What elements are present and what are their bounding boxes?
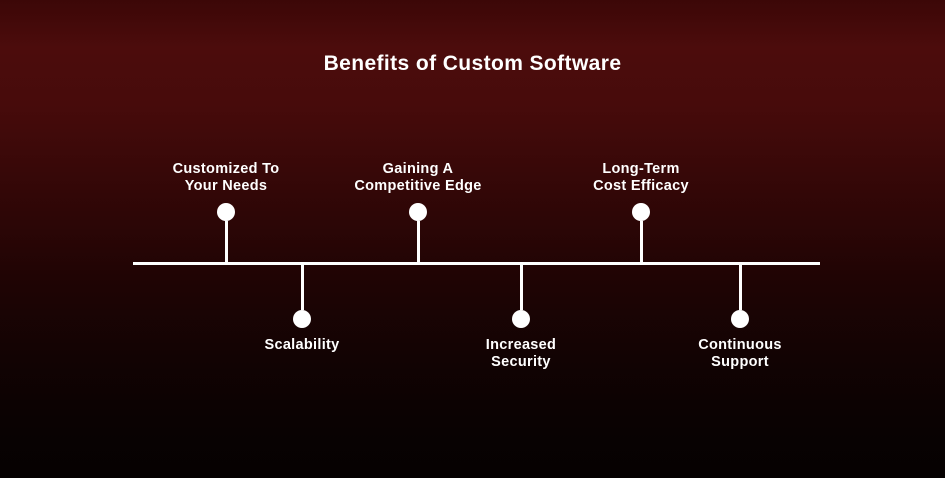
timeline-item-label: Increased Security xyxy=(485,337,557,370)
timeline-item-gaining-a-competitive-edge: Gaining A Competitive Edge xyxy=(308,161,528,264)
timeline-node xyxy=(217,203,235,221)
timeline-node xyxy=(512,310,530,328)
timeline-item-label: Customized To Your Needs xyxy=(172,161,280,194)
timeline-item-customized-to-your-needs: Customized To Your Needs xyxy=(116,161,336,264)
timeline-item-label: Gaining A Competitive Edge xyxy=(354,161,482,194)
timeline-axis xyxy=(133,262,820,265)
timeline-stem xyxy=(738,265,742,310)
timeline-stem xyxy=(300,265,304,310)
timeline-node xyxy=(731,310,749,328)
timeline-item-long-term-cost-efficacy: Long-Term Cost Efficacy xyxy=(531,161,751,264)
timeline-item-label: Continuous Support xyxy=(698,337,782,370)
timeline-stem xyxy=(224,221,228,264)
timeline-stem xyxy=(416,221,420,264)
timeline-item-label: Long-Term Cost Efficacy xyxy=(593,161,689,194)
timeline-item-label: Scalability xyxy=(264,337,340,353)
timeline-item-continuous-support: Continuous Support xyxy=(630,265,850,371)
timeline-item-increased-security: Increased Security xyxy=(411,265,631,371)
timeline-node xyxy=(409,203,427,221)
timeline-stem xyxy=(639,221,643,264)
timeline-node xyxy=(293,310,311,328)
timeline-item-scalability: Scalability xyxy=(192,265,412,354)
page-title: Benefits of Custom Software xyxy=(323,52,622,75)
timeline-stem xyxy=(519,265,523,310)
timeline-node xyxy=(632,203,650,221)
